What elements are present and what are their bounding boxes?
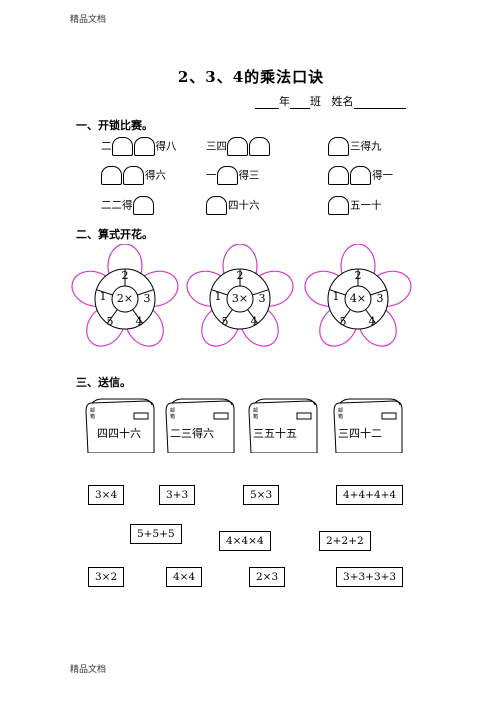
flower-center-label: 4× (349, 292, 367, 305)
lock-item: 得六 (101, 166, 166, 185)
section-3-title: 三、送信。 (76, 376, 131, 389)
section-2-title: 二、算式开花。 (76, 228, 153, 241)
lock-blank[interactable] (227, 137, 248, 156)
lock-item: 二二得 (101, 196, 155, 215)
flower-center-label: 3× (231, 292, 249, 305)
flower-petal-label: 1 (332, 290, 340, 303)
lock-text: 二 (101, 140, 112, 153)
lock-item: 得一 (328, 166, 393, 185)
lock-blank[interactable] (350, 166, 371, 185)
year-blank[interactable] (255, 97, 279, 109)
lock-item: 三得九 (328, 137, 382, 156)
mailbox-tag: 邮箱 (90, 408, 96, 420)
lock-blank[interactable] (133, 137, 155, 156)
mailbox-text: 四四十六 (97, 427, 141, 440)
letter-card[interactable]: 2+2+2 (319, 531, 371, 551)
flower-petal-label: 5 (221, 315, 229, 328)
lock-text: 二二得 (101, 199, 133, 212)
page-title: 2、3、4的乘法口诀 (177, 68, 325, 86)
flower-petal-label: 1 (214, 290, 222, 303)
flower-petal-label: 4 (368, 315, 376, 328)
student-info: 年 班 姓名 (255, 93, 406, 109)
lock-item: 五一十 (328, 196, 382, 215)
name-blank[interactable] (353, 97, 406, 109)
mailbox-tag: 邮箱 (253, 408, 259, 420)
page-footer: 精品文档 (70, 665, 107, 675)
mailbox-tag: 邮箱 (170, 408, 176, 420)
flower-petal-label: 3 (143, 292, 151, 305)
section-1-title: 一、开锁比赛。 (76, 119, 153, 132)
lock-blank[interactable] (328, 196, 349, 215)
flower-center-label: 2× (116, 292, 134, 305)
flower-petal-label: 2 (121, 269, 129, 282)
lock-blank[interactable] (132, 196, 154, 215)
lock-blank[interactable] (249, 137, 270, 156)
lock-text: 一 (206, 169, 217, 182)
flower-petal-label: 2 (236, 269, 244, 282)
lock-item: 四十六 (206, 196, 260, 215)
lock-blank[interactable] (328, 137, 349, 156)
mailboxes-area (85, 398, 403, 453)
mailbox-text: 三四十二 (338, 427, 382, 440)
lock-text: 得六 (145, 169, 166, 182)
lock-text: 四十六 (228, 199, 260, 212)
lock-blank[interactable] (206, 196, 227, 215)
flower-petal-label: 5 (106, 315, 114, 328)
lock-text: 得三 (238, 169, 260, 182)
letter-card[interactable]: 3+3+3+3 (336, 567, 404, 587)
year-label: 年 (279, 95, 290, 108)
lock-text: 五一十 (350, 199, 382, 212)
letter-card[interactable]: 3×4 (88, 485, 125, 505)
lock-blank[interactable] (101, 166, 122, 185)
lock-item: 三四 (206, 137, 271, 156)
letter-card[interactable]: 3×2 (88, 567, 125, 587)
letter-card[interactable]: 3+3 (159, 485, 196, 505)
page-header: 精品文档 (70, 15, 107, 25)
flower-petal-label: 4 (250, 315, 258, 328)
lock-blank[interactable] (216, 166, 238, 185)
lock-text: 得一 (372, 169, 393, 182)
lock-text: 三得九 (350, 140, 382, 153)
flower-petal-label: 5 (339, 315, 347, 328)
flower-petal-label: 4 (135, 315, 143, 328)
lock-blank[interactable] (111, 137, 133, 156)
class-label: 班 (310, 95, 321, 108)
mailbox-text: 二三得六 (170, 427, 214, 440)
flower-petal-label: 1 (99, 290, 107, 303)
letter-card[interactable]: 5×3 (243, 485, 280, 505)
lock-text: 得八 (155, 140, 177, 153)
lock-item: 二 得八 (101, 137, 177, 156)
flower-petal-label: 3 (376, 292, 384, 305)
letter-card[interactable]: 5+5+5 (130, 524, 182, 544)
name-label: 姓名 (331, 95, 354, 108)
lock-blank[interactable] (123, 166, 144, 185)
letter-card[interactable]: 4×4×4 (219, 531, 271, 551)
flower-petal-label: 2 (354, 269, 362, 282)
mailbox-tag: 邮箱 (338, 408, 344, 420)
letter-card[interactable]: 4+4+4+4 (336, 485, 404, 505)
lock-blank[interactable] (328, 166, 349, 185)
mailbox-text: 三五十五 (253, 427, 297, 440)
lock-text: 三四 (206, 140, 227, 153)
letter-card[interactable]: 2×3 (249, 567, 286, 587)
class-blank[interactable] (290, 97, 310, 109)
flower-petal-label: 3 (258, 292, 266, 305)
lock-item: 一 得三 (206, 166, 260, 185)
letter-card[interactable]: 4×4 (166, 567, 203, 587)
